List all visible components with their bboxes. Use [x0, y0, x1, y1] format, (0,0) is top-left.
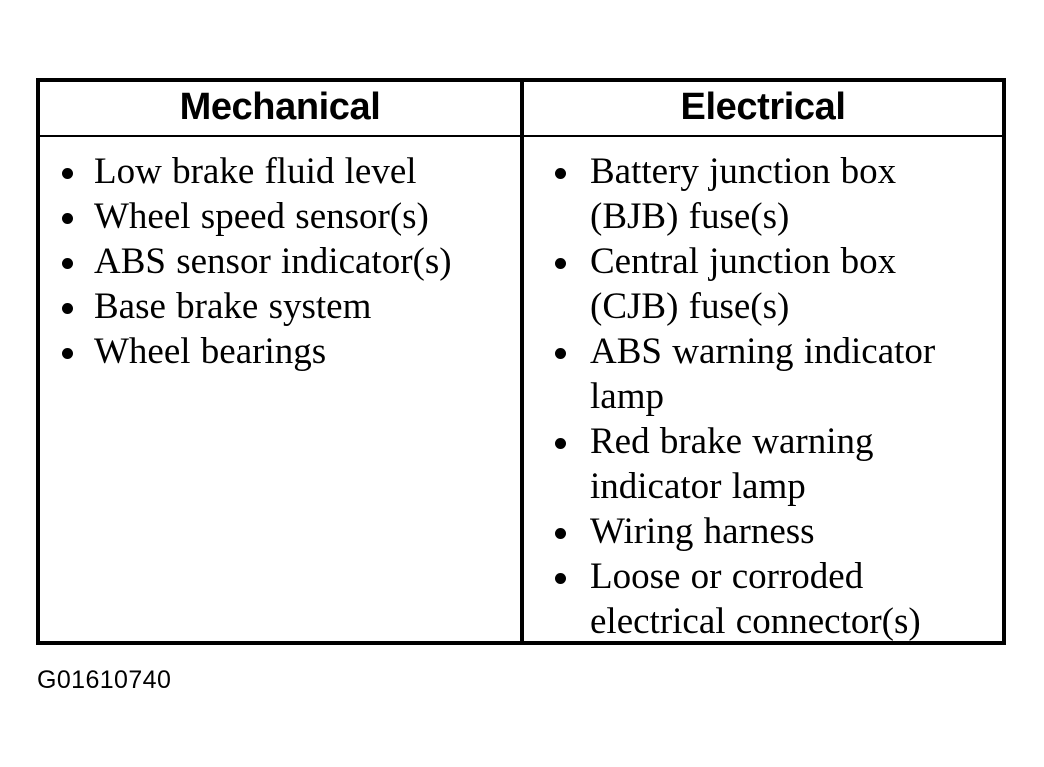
column-cell-electrical: Battery junction box (BJB) fuse(s) Centr…	[524, 137, 1002, 644]
list-item-label: Red brake warning indicator lamp	[590, 421, 874, 507]
list-item: Base brake system	[50, 284, 510, 329]
electrical-fault-list: Battery junction box (BJB) fuse(s) Centr…	[542, 149, 992, 644]
bullet-icon	[62, 303, 73, 314]
bullet-icon	[555, 348, 566, 359]
list-item-label: Wheel speed sensor(s)	[94, 196, 429, 237]
bullet-icon	[62, 168, 73, 179]
list-item: ABS warning indicator lamp	[542, 329, 992, 419]
bullet-icon	[555, 528, 566, 539]
list-item: Wheel speed sensor(s)	[50, 194, 510, 239]
list-item-label: Base brake system	[94, 286, 372, 327]
list-item: Wheel bearings	[50, 329, 510, 374]
bullet-icon	[555, 258, 566, 269]
list-item-label: Central junction box (CJB) fuse(s)	[590, 241, 897, 327]
list-item: Wiring harness	[542, 509, 992, 554]
list-item: Central junction box (CJB) fuse(s)	[542, 239, 992, 329]
list-item-label: Wheel bearings	[94, 331, 327, 372]
list-item: Battery junction box (BJB) fuse(s)	[542, 149, 992, 239]
bullet-icon	[62, 213, 73, 224]
bullet-icon	[555, 438, 566, 449]
list-item-label: Wiring harness	[590, 511, 815, 552]
table-body-row: Low brake fluid level Wheel speed sensor…	[40, 137, 1002, 644]
bullet-icon	[62, 348, 73, 359]
list-item-label: Battery junction box (BJB) fuse(s)	[590, 151, 897, 237]
bullet-icon	[555, 573, 566, 584]
list-item-label: ABS warning indicator lamp	[590, 331, 936, 417]
list-item: ABS sensor indicator(s)	[50, 239, 510, 284]
list-item-label: Loose or corroded electrical connector(s…	[590, 556, 921, 642]
column-cell-mechanical: Low brake fluid level Wheel speed sensor…	[40, 137, 524, 641]
list-item: Low brake fluid level	[50, 149, 510, 194]
table-header-row: Mechanical Electrical	[40, 82, 1002, 137]
list-item-label: Low brake fluid level	[94, 151, 417, 192]
list-item: Red brake warning indicator lamp	[542, 419, 992, 509]
figure-caption: G01610740	[37, 666, 172, 694]
fault-cause-table: Mechanical Electrical Low brake fluid le…	[36, 78, 1006, 645]
bullet-icon	[62, 258, 73, 269]
column-header-electrical: Electrical	[680, 85, 846, 128]
bullet-icon	[555, 168, 566, 179]
mechanical-fault-list: Low brake fluid level Wheel speed sensor…	[50, 149, 510, 374]
list-item-label: ABS sensor indicator(s)	[94, 241, 452, 282]
column-header-mechanical: Mechanical	[40, 82, 524, 135]
list-item: Loose or corroded electrical connector(s…	[542, 554, 992, 644]
